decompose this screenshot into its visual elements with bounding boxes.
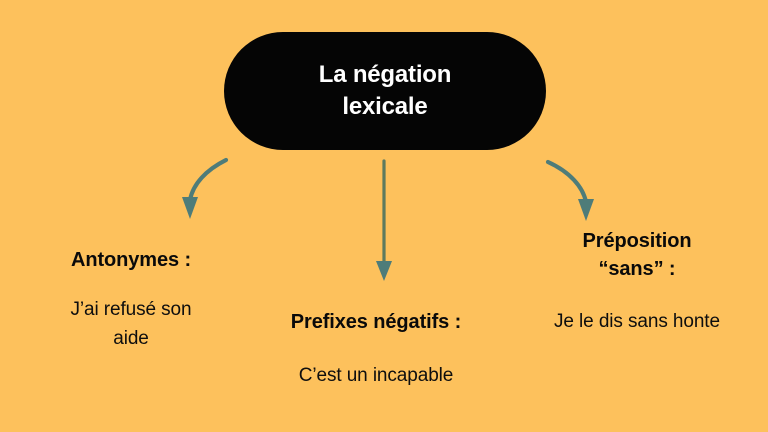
branch-antonymes: Antonymes : J’ai refusé son aide [0, 246, 262, 353]
branch-antonymes-example: J’ai refusé son aide [70, 299, 192, 349]
arrow-middle-icon [376, 159, 392, 281]
central-node: La négation lexicale [224, 32, 546, 150]
central-node-label: La négation lexicale [318, 61, 452, 120]
branch-preposition-example: Je le dis sans honte [554, 310, 720, 332]
branch-preposition: Préposition “sans” : Je le dis sans hont… [506, 227, 768, 336]
branch-prefixes-example: C’est un incapable [298, 365, 454, 387]
branch-antonymes-title: Antonymes : [70, 249, 192, 271]
arrow-right-icon [545, 159, 594, 221]
arrow-left-icon [182, 157, 229, 219]
branch-prefixes-title: Prefixes négatifs : [290, 311, 462, 333]
branch-prefixes: Prefixes négatifs : C’est un incapable [248, 308, 504, 391]
branch-preposition-title: Préposition “sans” : [582, 230, 692, 281]
